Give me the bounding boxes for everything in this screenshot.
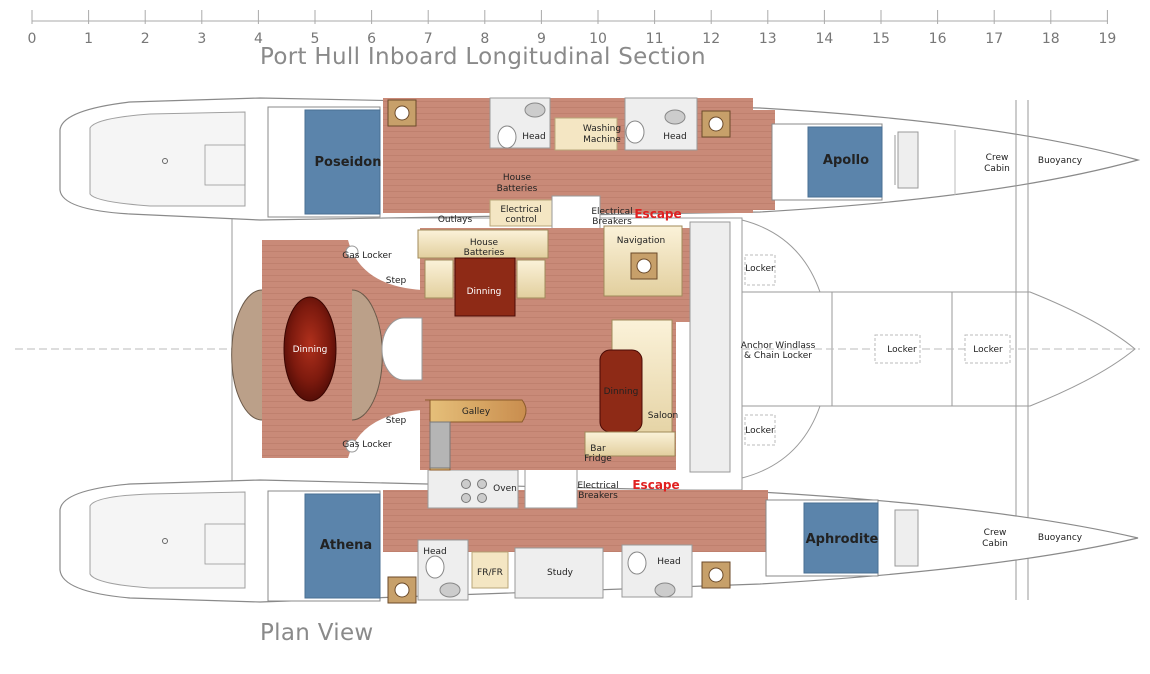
- label-house-batteries-salon-1: House: [470, 238, 499, 248]
- label-step-bottom: Step: [386, 416, 407, 426]
- label-electrical-breakers-bottom-1: Electrical: [577, 481, 618, 491]
- ruler-tick-label: 9: [537, 31, 546, 47]
- ruler-tick-label: 2: [141, 31, 150, 47]
- label-escape-top: Escape: [634, 207, 681, 221]
- label-locker-mid-2: Locker: [973, 345, 1003, 355]
- label-gas-locker-top: Gas Locker: [342, 251, 392, 261]
- port-hull: [59, 97, 1141, 247]
- ruler-tick-label: 5: [311, 31, 320, 47]
- label-crew-cabin-top-1: Crew: [986, 153, 1009, 163]
- label-washing-line1: Washing: [583, 124, 621, 134]
- ruler-tick-label: 6: [367, 31, 376, 47]
- ruler-tick-label: 15: [872, 31, 890, 47]
- ruler-tick-label: 18: [1042, 31, 1060, 47]
- ruler-tick-label: 12: [702, 31, 720, 47]
- label-navigation: Navigation: [617, 236, 666, 246]
- label-electrical-breakers-bottom-2: Breakers: [578, 491, 618, 501]
- ruler-tick-label: 7: [424, 31, 433, 47]
- label-electrical-breakers-top-1: Electrical: [591, 207, 632, 217]
- label-locker-top: Locker: [745, 264, 775, 274]
- label-gas-locker-bottom: Gas Locker: [342, 440, 392, 450]
- ruler-tick-label: 19: [1098, 31, 1116, 47]
- ruler-tick-label: 14: [815, 31, 833, 47]
- ruler-tick-label: 8: [480, 31, 489, 47]
- label-oven: Oven: [493, 484, 517, 494]
- label-electrical-breakers-top-2: Breakers: [592, 217, 632, 227]
- label-crew-cabin-top-2: Cabin: [984, 164, 1010, 174]
- label-bar-fridge-2: Fridge: [584, 454, 612, 464]
- ruler-tick-label: 11: [646, 31, 664, 47]
- label-house-batteries-port-1: House: [503, 173, 532, 183]
- cabin-label-athena: Athena: [320, 538, 372, 553]
- ruler-tick-label: 13: [759, 31, 777, 47]
- label-washing-line2: Machine: [583, 135, 621, 145]
- ruler-tick-label: 0: [28, 31, 37, 47]
- ruler-tick-label: 3: [197, 31, 206, 47]
- label-dinning-saloon: Dinning: [604, 387, 639, 397]
- label-anchor-1: Anchor Windlass: [741, 341, 816, 351]
- label-head-port-2: Head: [663, 132, 687, 142]
- section-title: Port Hull Inboard Longitudinal Section: [260, 44, 706, 70]
- ruler-tick-label: 1: [84, 31, 93, 47]
- label-head-stbd-2: Head: [657, 557, 681, 567]
- label-buoyancy-bottom: Buoyancy: [1038, 533, 1083, 543]
- label-electrical-control-2: control: [505, 215, 536, 225]
- label-electrical-control-1: Electrical: [500, 205, 541, 215]
- label-buoyancy-top: Buoyancy: [1038, 156, 1083, 166]
- cockpit-and-salon: [231, 221, 1011, 473]
- label-locker-mid-1: Locker: [887, 345, 917, 355]
- label-outlays: Outlays: [438, 215, 473, 225]
- label-head-stbd-1: Head: [423, 547, 447, 557]
- label-escape-bottom: Escape: [632, 478, 679, 492]
- cabin-label-poseidon: Poseidon: [315, 155, 382, 170]
- ruler-tick-label: 17: [985, 31, 1003, 47]
- label-study: Study: [547, 568, 574, 578]
- cabin-label-apollo: Apollo: [823, 153, 869, 168]
- room-labels: Poseidon Apollo Athena Aphrodite Head Wa…: [293, 124, 1083, 578]
- label-house-batteries-salon-2: Batteries: [464, 248, 505, 258]
- label-crew-cabin-bottom-2: Cabin: [982, 539, 1008, 549]
- plan-view-title: Plan View: [260, 620, 374, 646]
- label-dinning-cockpit: Dinning: [293, 345, 328, 355]
- starboard-hull: [59, 457, 1139, 604]
- label-anchor-2: & Chain Locker: [744, 351, 812, 361]
- label-crew-cabin-bottom-1: Crew: [984, 528, 1007, 538]
- ruler-tick-label: 10: [589, 31, 607, 47]
- label-head-port-1: Head: [522, 132, 546, 142]
- label-locker-bottom: Locker: [745, 426, 775, 436]
- label-dinning-salon: Dinning: [467, 287, 502, 297]
- ruler-tick-label: 4: [254, 31, 263, 47]
- cabin-label-aphrodite: Aphrodite: [806, 532, 879, 547]
- label-galley: Galley: [462, 407, 491, 417]
- label-saloon: Saloon: [648, 411, 678, 421]
- ruler-tick-label: 16: [929, 31, 947, 47]
- label-bar-fridge-1: Bar: [590, 444, 606, 454]
- label-house-batteries-port-2: Batteries: [497, 184, 538, 194]
- label-step-top: Step: [386, 276, 407, 286]
- label-frfr: FR/FR: [477, 568, 503, 578]
